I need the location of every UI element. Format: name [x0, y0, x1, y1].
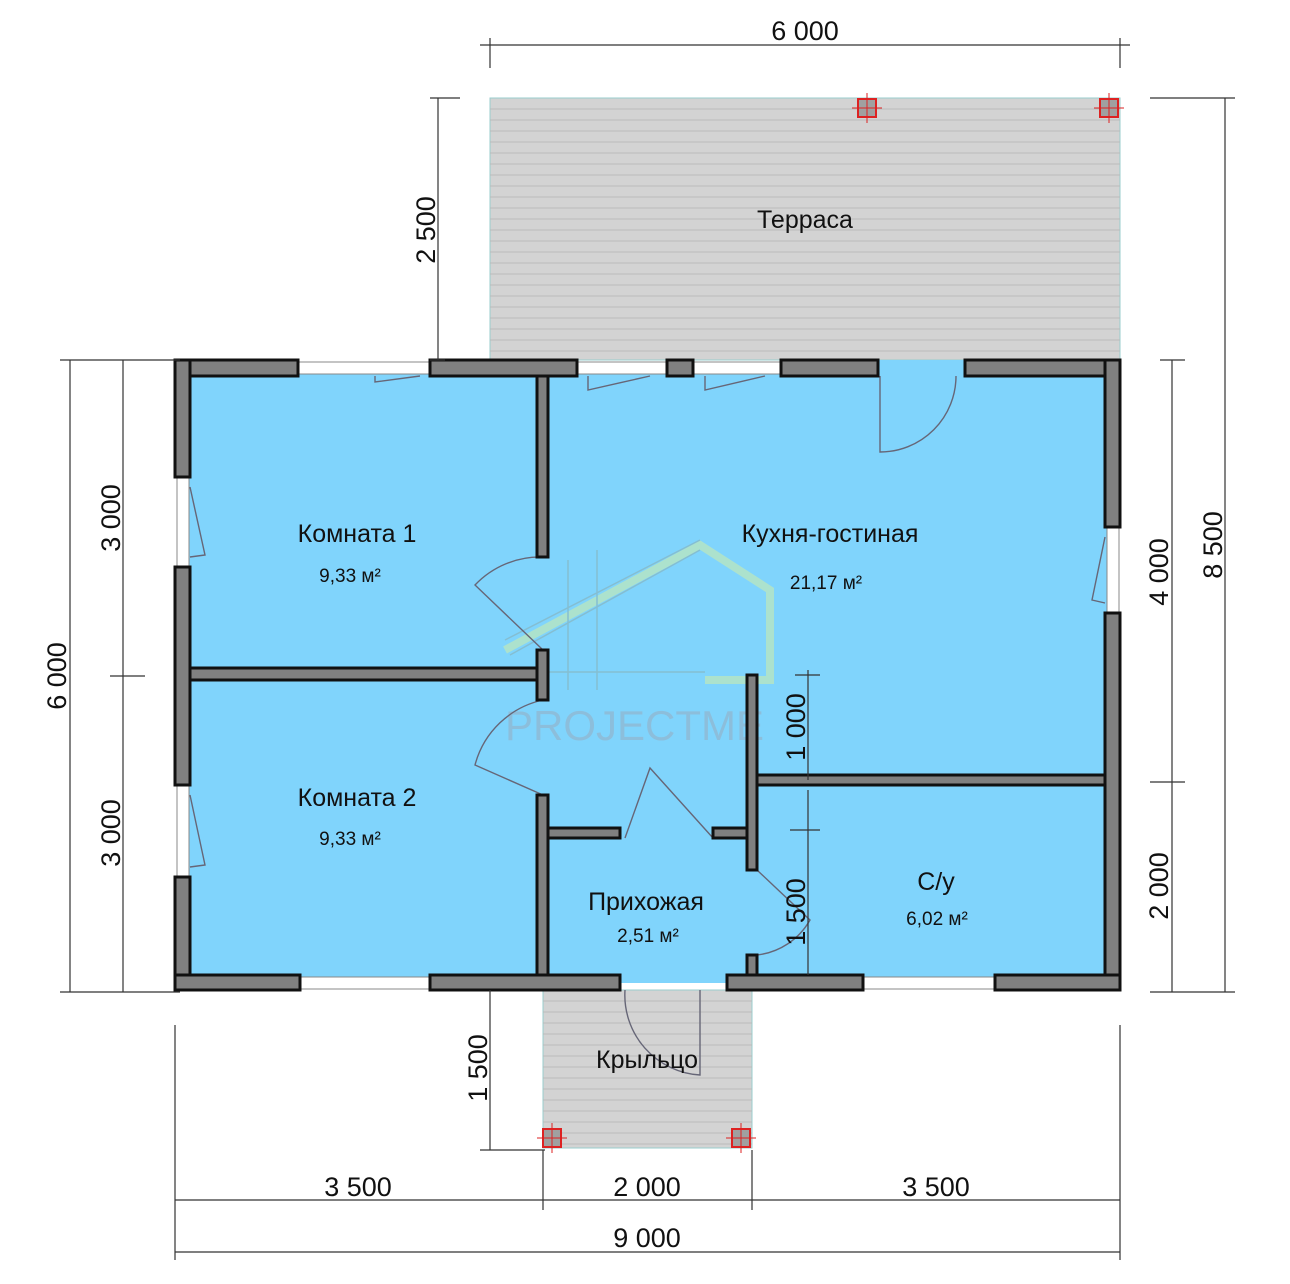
walls — [173, 358, 1122, 992]
porch — [542, 989, 753, 1149]
hall-area: 2,51 м² — [617, 926, 679, 947]
dimension-labels: 6 000 2 500 6 000 3 000 3 000 8 500 4 00… — [42, 16, 1228, 1253]
dimension-lines — [60, 38, 1235, 1260]
hall-label: Прихожая — [588, 888, 704, 916]
terrace-doorway — [878, 360, 965, 376]
kitchen-area: 21,17 м² — [790, 573, 862, 594]
room1-label: Комната 1 — [298, 520, 417, 548]
bath-label: С/у — [917, 868, 955, 896]
dim-bottom-left: 3 500 — [324, 1172, 392, 1202]
dim-inner-1000: 1 000 — [781, 693, 811, 761]
doors — [189, 375, 1106, 1076]
dim-bottom-total: 9 000 — [613, 1223, 681, 1253]
dim-bottom-mid: 2 000 — [613, 1172, 681, 1202]
dim-top: 6 000 — [771, 16, 839, 46]
bath-area: 6,02 м² — [906, 909, 968, 930]
svg-text:PROJECTME: PROJECTME — [505, 702, 764, 749]
dim-bottom-right: 3 500 — [902, 1172, 970, 1202]
room2-area: 9,33 м² — [319, 829, 381, 850]
room2-label: Комната 2 — [298, 784, 417, 812]
dim-right-total: 8 500 — [1198, 511, 1228, 579]
dim-inner-1500: 1 500 — [781, 878, 811, 946]
dim-left-lower: 3 000 — [96, 799, 126, 867]
room-labels: Терраса Комната 1 9,33 м² Кухня-гостиная… — [298, 206, 968, 1074]
terrace — [489, 97, 1121, 361]
dim-porch: 1 500 — [463, 1034, 493, 1102]
posts — [537, 93, 1124, 1153]
dim-right-lower: 2 000 — [1144, 852, 1174, 920]
terrace-label: Терраса — [757, 206, 853, 234]
kitchen-label: Кухня-гостиная — [742, 520, 919, 548]
dim-terrace: 2 500 — [411, 196, 441, 264]
dim-right-upper: 4 000 — [1144, 538, 1174, 606]
dim-left-total: 6 000 — [42, 642, 72, 710]
room1-area: 9,33 м² — [319, 566, 381, 587]
dim-left-upper: 3 000 — [96, 484, 126, 552]
porch-label: Крыльцо — [596, 1046, 698, 1074]
